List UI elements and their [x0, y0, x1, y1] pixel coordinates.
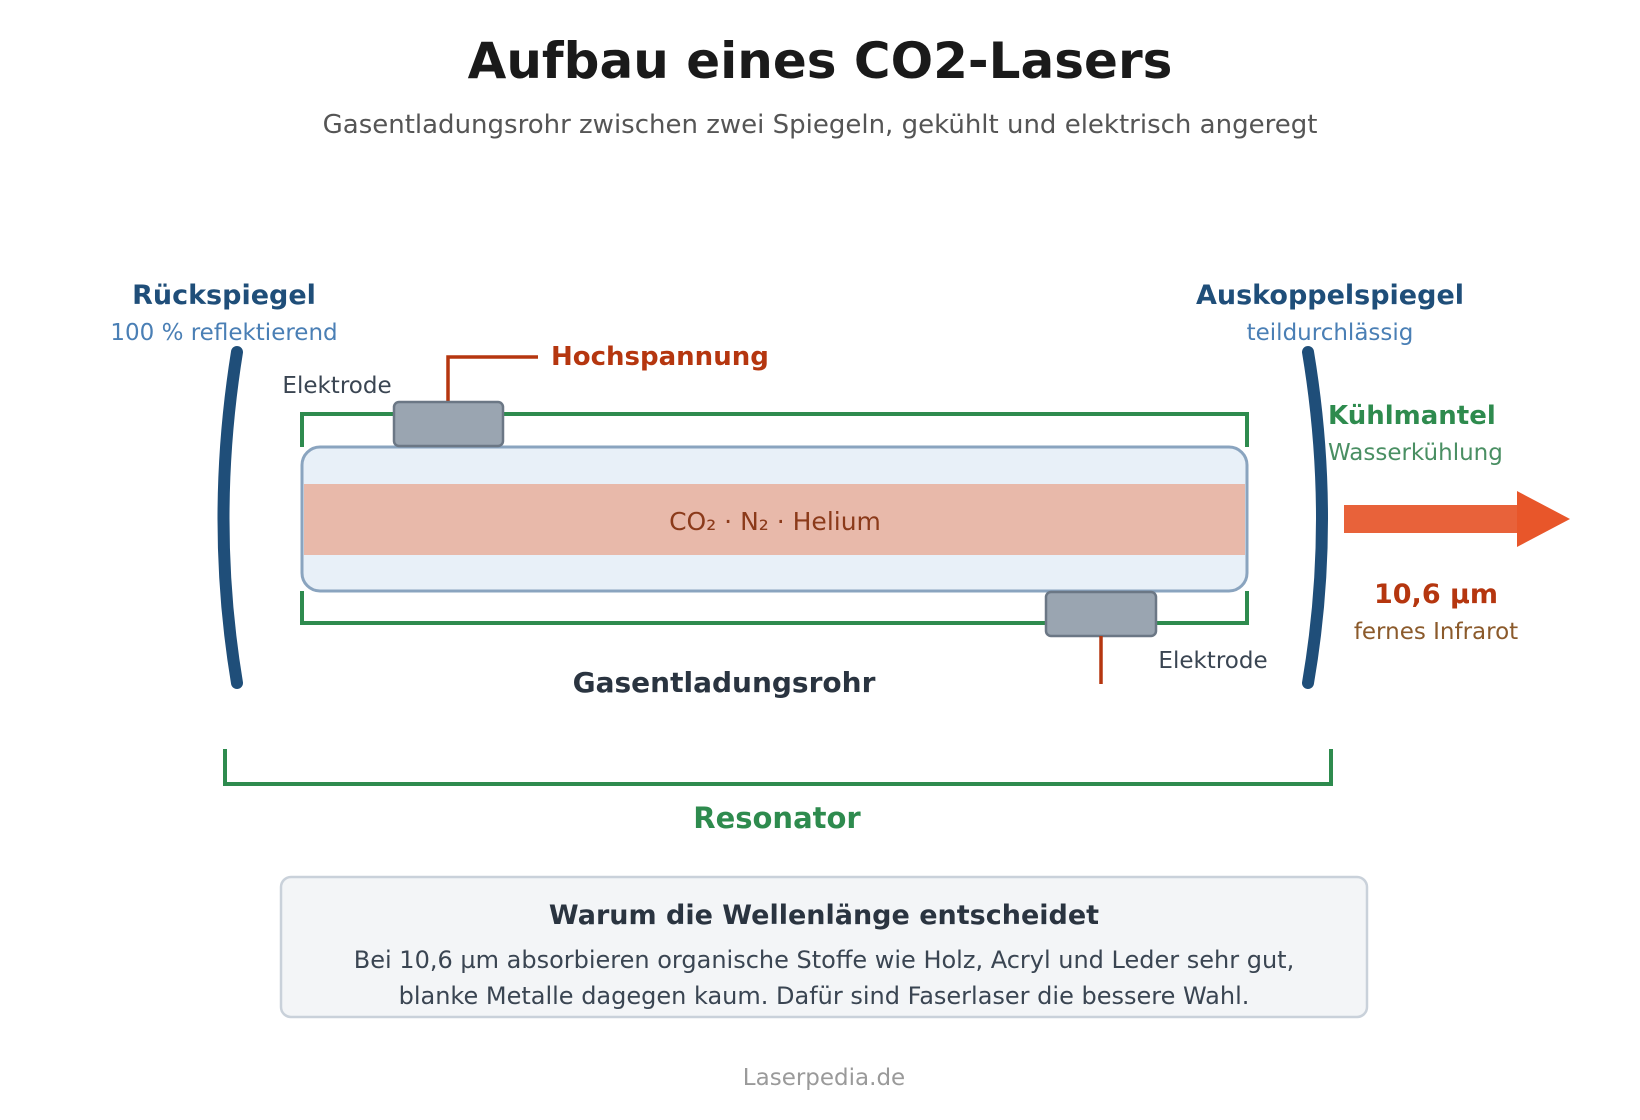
page-subtitle: Gasentladungsrohr zwischen zwei Spiegeln… — [323, 110, 1318, 140]
page-title: Aufbau eines CO2-Lasers — [468, 32, 1173, 90]
plasma-band — [304, 484, 1245, 555]
info-box — [279, 875, 1369, 1019]
rear-mirror — [217, 346, 243, 689]
laser-beam — [1344, 505, 1519, 533]
rear-mirror-label: Rückspiegel — [132, 280, 316, 311]
cooling-sub: Wasserkühlung — [1328, 440, 1503, 466]
footer-source: Laserpedia.de — [743, 1065, 905, 1091]
info-line-2: blanke Metalle dagegen kaum. Dafür sind … — [399, 982, 1250, 1010]
gas-mix-label: CO₂ · N₂ · Helium — [669, 507, 881, 536]
electrode-top-label: Elektrode — [282, 373, 391, 399]
cooling-jacket-bottom — [300, 591, 1249, 625]
electrode-bottom-label: Elektrode — [1158, 648, 1267, 674]
tube-label: Gasentladungsrohr — [573, 666, 876, 699]
beam-arrowhead — [1517, 491, 1570, 547]
cooling-jacket-top — [300, 412, 1249, 447]
resonator-label: Resonator — [693, 801, 861, 835]
output-mirror-sub: teildurchlässig — [1247, 320, 1414, 346]
high-voltage-label: Hochspannung — [551, 342, 769, 372]
output-mirror-label: Auskoppelspiegel — [1196, 280, 1464, 311]
info-line-1: Bei 10,6 µm absorbieren organische Stoff… — [354, 946, 1294, 974]
output-mirror — [1302, 346, 1328, 689]
resonator-bracket — [223, 749, 1333, 786]
electrode-top — [392, 400, 505, 448]
info-title: Warum die Wellenlänge entscheidet — [549, 900, 1099, 931]
cooling-label: Kühlmantel — [1328, 401, 1496, 431]
rear-mirror-sub: 100 % reflektierend — [110, 320, 337, 346]
wavelength-value: 10,6 µm — [1374, 579, 1498, 610]
wavelength-sub: fernes Infrarot — [1354, 619, 1518, 645]
high-voltage-wire — [446, 355, 538, 402]
electrode-bottom — [1044, 590, 1158, 638]
